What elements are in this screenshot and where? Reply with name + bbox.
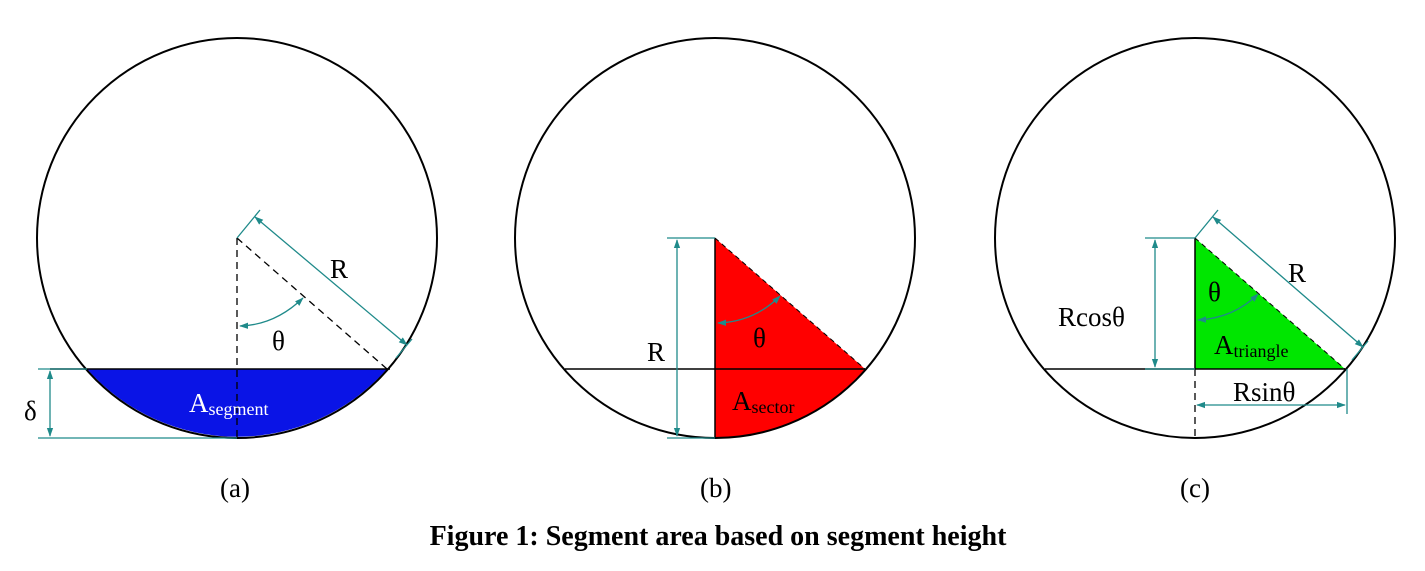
panel-b: R θ Asector (b): [514, 37, 916, 503]
radius-dimension-line: [1212, 216, 1364, 348]
panel-b-label: (b): [700, 473, 731, 503]
segment-area-fill: [87, 369, 387, 437]
radius-dashed: [236, 237, 388, 370]
angle-arc: [239, 297, 304, 329]
delta-label: δ: [24, 396, 37, 426]
triangle-area-label: Atriangle: [1214, 330, 1288, 361]
segment-area-label: Asegment: [189, 388, 269, 419]
figure-caption: Figure 1: Segment area based on segment …: [430, 521, 1007, 552]
radius-label: R: [647, 337, 665, 367]
radius-edge-dashed: [714, 237, 866, 370]
radius-extension-top: [1194, 209, 1219, 239]
radius-dimension-line: [254, 216, 408, 346]
radius-label: R: [330, 254, 348, 284]
sector-area-fill: [715, 238, 865, 438]
radius-extension-bottom: [1351, 340, 1369, 361]
angle-arc: [717, 295, 781, 326]
circle-outline: [994, 37, 1396, 439]
panel-a-label: (a): [220, 473, 250, 503]
angle-label: θ: [272, 326, 285, 356]
angle-arc: [1197, 293, 1259, 323]
radius-extension-bottom: [395, 338, 413, 359]
panel-a: R θ δ Asegment (a): [24, 37, 438, 503]
panel-c: R θ Rcosθ Rsinθ Atriangle (c): [994, 37, 1396, 503]
panel-c-label: (c): [1180, 473, 1210, 503]
radius-label: R: [1288, 258, 1306, 288]
radius-extension-top: [236, 209, 261, 239]
rcos-label: Rcosθ: [1058, 302, 1125, 332]
sector-area-label: Asector: [732, 386, 794, 417]
rsin-label: Rsinθ: [1233, 377, 1295, 407]
angle-label: θ: [753, 323, 766, 353]
angle-label: θ: [1208, 277, 1221, 307]
